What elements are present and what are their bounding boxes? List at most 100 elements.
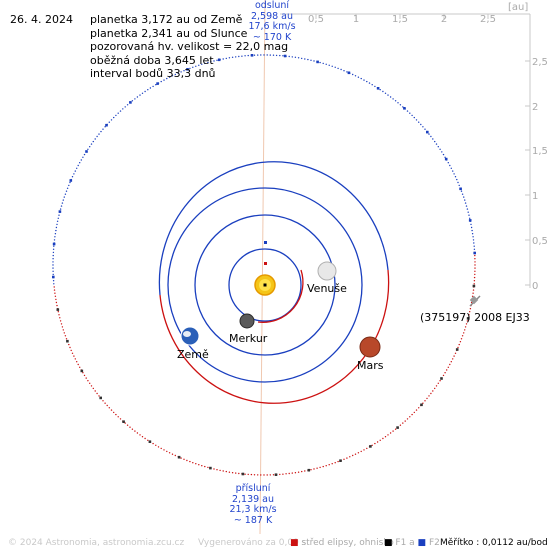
info-magnitude: pozorovaná hv. velikost = 22,0 mag [90,40,289,54]
asteroid-orbit-dot [313,60,315,62]
asteroid-orbit-dot [247,54,249,57]
asteroid-orbit-dot [177,72,179,74]
asteroid-orbit-dot [238,472,240,475]
asteroid-orbit-dot [52,270,54,272]
asteroid-orbit-dot [59,317,61,319]
asteroid-orbit-dot [464,202,467,204]
asteroid-orbit-dot [155,84,157,86]
asteroid-orbit-dot [244,473,246,475]
asteroid-orbit-dot [343,70,345,72]
asteroid-orbit-dot [452,358,454,360]
perihelion-temp: ~ 187 K [233,514,273,526]
asteroid-orbit-dot [54,236,56,238]
asteroid-orbit-dot [56,220,59,222]
asteroid-orbit-dot [402,422,404,424]
venus-label: Venuše [307,282,347,295]
asteroid-orbit-dot [241,55,243,57]
asteroid-position-marker [376,87,380,90]
asteroid-orbit-dot [334,462,336,464]
asteroid-orbit-dot [257,474,259,476]
asteroid-orbit-dot [54,233,57,235]
asteroid-orbit-dot [444,156,446,158]
asteroid-orbit-dot [82,372,84,374]
asteroid-orbit-dot [331,65,333,68]
asteroid-orbit-dot [434,140,436,143]
asteroid-orbit-dot [76,361,78,363]
date-label: 26. 4. 2024 [10,13,73,26]
asteroid-orbit-dot [474,261,476,263]
asteroid-orbit-dot [473,276,476,279]
asteroid-orbit-dot [58,214,60,216]
asteroid-orbit-dot [213,60,215,62]
asteroid-orbit-dot [228,57,231,59]
asteroid-orbit-dot [371,84,373,86]
asteroid-position-marker [444,157,448,161]
asteroid-orbit-dot [166,77,168,80]
asteroid-orbit-dot [288,472,290,475]
asteroid-orbit-dot [106,404,108,407]
asteroid-orbit-dot [163,449,165,451]
asteroid-orbit-dot [460,338,463,340]
asteroid-orbit-dot [70,349,72,352]
mars-label: Mars [357,359,384,372]
mars-orbit-upper [158,161,389,296]
earth-label: Země [177,348,209,361]
asteroid-orbit-dot [61,202,64,204]
asteroid-orbit-dot [64,193,67,195]
asteroid-orbit-dot [413,116,415,119]
asteroid-orbit-dot [374,442,376,445]
asteroid-orbit-dot [244,55,246,57]
asteroid-orbit-dot [404,420,406,422]
asteroid-orbit-dot [266,474,268,476]
asteroid-orbit-dot [424,400,426,402]
asteroid-position-marker [177,455,181,459]
asteroid-orbit-dot [474,273,476,276]
asteroid-orbit-dot [447,366,449,368]
asteroid-orbit-dot [316,467,318,469]
asteroid-orbit-dot [247,473,249,476]
asteroid-orbit-dot [366,447,368,450]
asteroid-orbit-dot [92,387,95,390]
asteroid-orbit-dot [52,261,54,263]
asteroid-position-marker [307,468,311,472]
asteroid-orbit-dot [279,54,281,57]
aphelion-title: odsluní [254,0,290,11]
asteroid-orbit-dot [71,176,74,178]
asteroid-orbit-dot [76,167,78,169]
asteroid-orbit-dot [337,460,339,463]
asteroid-orbit-dot [282,55,284,57]
asteroid-orbit-dot [235,56,237,58]
asteroid-orbit-dot [228,471,231,473]
asteroid-orbit-dot [394,100,397,102]
asteroid-position-marker [69,179,73,182]
footer-generated: Vygenerováno za 0,09 s [198,538,307,548]
asteroid-orbit-dot [65,190,68,192]
asteroid-orbit-dot [384,436,387,438]
asteroid-orbit-dot [363,79,365,81]
asteroid-orbit-dot [141,92,144,95]
asteroid-orbit-dot [69,181,71,184]
asteroid-position-marker [99,396,102,400]
asteroid-orbit-dot [379,89,381,91]
asteroid-orbit-dot [279,473,281,476]
asteroid-orbit-dot [319,466,321,469]
asteroid-orbit-dot [62,199,64,201]
asteroid-orbit-dot [474,264,476,266]
asteroid-orbit-dot [134,430,136,432]
right-axis-tick-label: 1 [532,191,538,202]
asteroid-orbit-dot [92,140,95,143]
asteroid-orbit-dot [207,466,209,469]
asteroid-orbit-dot [57,311,59,313]
asteroid-orbit-dot [294,472,297,474]
asteroid-orbit-dot [235,472,237,474]
asteroid-orbit-dot [160,447,162,450]
asteroid-orbit-dot [110,119,113,121]
asteroid-orbit-dot [82,156,84,158]
legend-f2-text: F2 [428,538,440,548]
asteroid-position-marker [455,348,459,351]
asteroid-orbit-dot [54,292,56,294]
asteroid-orbit-dot [213,468,215,470]
asteroid-position-marker [52,275,55,279]
asteroid-orbit-dot [422,126,424,128]
asteroid-orbit-dot [442,374,445,377]
